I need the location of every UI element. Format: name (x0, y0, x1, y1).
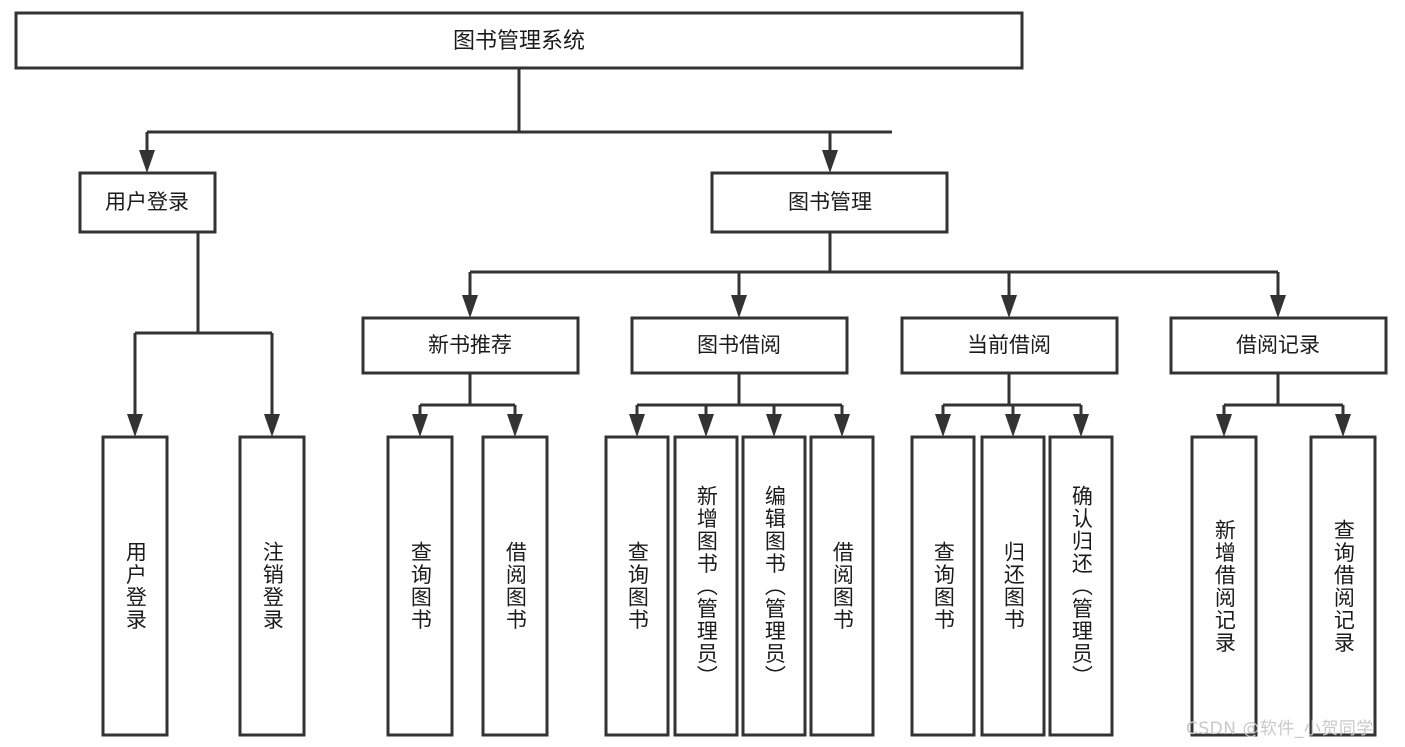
leaf-box-bookborrow-add[interactable] (673, 435, 739, 737)
node-box-book-manage[interactable] (710, 171, 949, 234)
arrow-head-bookborrow-leaf-4 (834, 414, 850, 437)
node-layer: 图书管理系统 用户登录 图书管理 新书推荐 图书借阅 当前借阅 借阅记录 (14, 11, 1388, 737)
arrow-head-currentborrow-leaf-2 (1005, 414, 1021, 437)
leaf-box-borrowrecord-add[interactable] (1190, 435, 1258, 737)
leaf-box-bookborrow-borrow[interactable] (809, 435, 875, 737)
arrow-head-newbook-leaf-2 (507, 414, 523, 437)
arrow-head-bookborrow-leaf-3 (766, 414, 782, 437)
arrow-head-bookborrow-leaf-1 (629, 414, 645, 437)
leaf-box-user-login-logout[interactable] (238, 435, 306, 737)
arrow-head-user-login (139, 150, 155, 173)
arrow-head-bookborrow-leaf-2 (698, 414, 714, 437)
arrow-head-currentborrow-leaf-1 (935, 414, 951, 437)
arrow-head-leaf-user-login (127, 414, 143, 437)
node-box-user-login[interactable] (78, 171, 217, 234)
connector-layer (127, 68, 1351, 437)
node-box-book-borrow[interactable] (630, 316, 849, 375)
node-box-current-borrow[interactable] (900, 316, 1119, 375)
node-label-book-manage: 图书管理 (788, 190, 872, 214)
leaf-box-bookborrow-query[interactable] (604, 435, 670, 737)
node-label-book-borrow: 图书借阅 (697, 333, 781, 357)
node-box-root[interactable] (14, 11, 1024, 70)
arrow-head-new-book (462, 295, 478, 318)
node-label-borrow-record: 借阅记录 (1236, 333, 1320, 357)
leaf-box-bookborrow-edit[interactable] (741, 435, 807, 737)
arrow-head-book-borrow (731, 295, 747, 318)
leaf-box-currentborrow-return[interactable] (980, 435, 1046, 737)
arrow-head-borrowrecord-leaf-1 (1216, 414, 1232, 437)
node-label-new-book-recommend: 新书推荐 (428, 333, 512, 357)
leaf-box-borrowrecord-query[interactable] (1309, 435, 1377, 737)
node-label-root: 图书管理系统 (453, 29, 585, 54)
node-label-current-borrow: 当前借阅 (967, 333, 1051, 357)
leaf-box-currentborrow-confirm[interactable] (1048, 435, 1114, 737)
arrow-head-newbook-leaf-1 (412, 414, 428, 437)
arrow-head-current-borrow (1001, 295, 1017, 318)
arrow-head-leaf-logout (264, 414, 280, 437)
node-box-borrow-record[interactable] (1169, 316, 1388, 375)
leaf-box-newbook-borrow[interactable] (481, 435, 549, 737)
arrow-head-borrow-record (1270, 295, 1286, 318)
watermark-text: CSDN @软件_小贺同学 (1186, 719, 1374, 739)
leaf-box-currentborrow-query[interactable] (910, 435, 976, 737)
arrow-head-book-manage (822, 150, 838, 173)
leaf-box-newbook-query[interactable] (386, 435, 454, 737)
arrow-head-currentborrow-leaf-3 (1073, 414, 1089, 437)
node-box-new-book-recommend[interactable] (361, 316, 580, 375)
leaf-box-user-login-login[interactable] (101, 435, 169, 737)
arrow-head-borrowrecord-leaf-2 (1335, 414, 1351, 437)
node-label-user-login: 用户登录 (105, 190, 189, 214)
